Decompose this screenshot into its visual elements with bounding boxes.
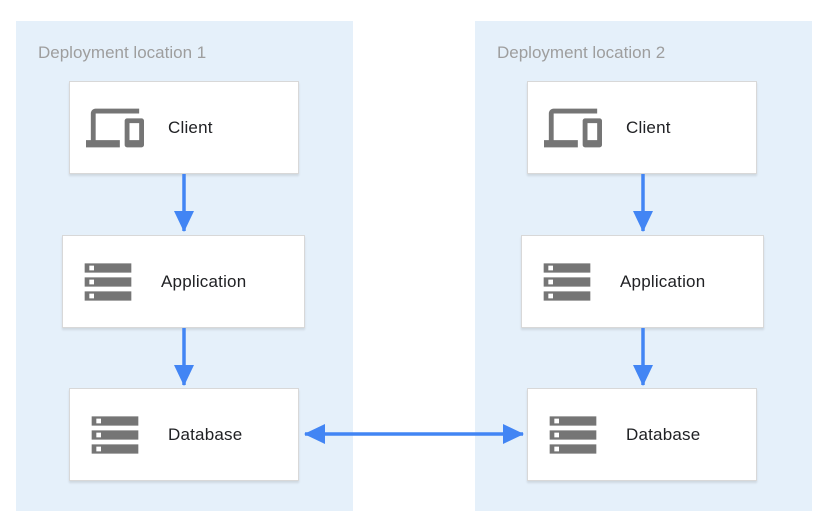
node-label: Database [168, 424, 243, 444]
group-title: Deployment location 2 [497, 43, 666, 62]
devices-icon [544, 99, 602, 157]
storage-icon [86, 406, 144, 464]
deployment-location-1-group: Deployment location 1 Client Application [16, 21, 353, 511]
storage-icon [538, 253, 596, 311]
node-label: Application [161, 271, 247, 291]
devices-icon [86, 99, 144, 157]
node-client-location-1: Client [69, 81, 299, 174]
node-database-location-2: Database [527, 388, 757, 481]
node-database-location-1: Database [69, 388, 299, 481]
node-label: Client [626, 117, 671, 137]
storage-icon [79, 253, 137, 311]
node-label: Database [626, 424, 701, 444]
node-client-location-2: Client [527, 81, 757, 174]
node-label: Application [620, 271, 706, 291]
deployment-location-2-group: Deployment location 2 Client Application [475, 21, 812, 511]
group-title: Deployment location 1 [38, 43, 207, 62]
node-application-location-2: Application [521, 235, 764, 328]
storage-icon [544, 406, 602, 464]
node-label: Client [168, 117, 213, 137]
node-application-location-1: Application [62, 235, 305, 328]
